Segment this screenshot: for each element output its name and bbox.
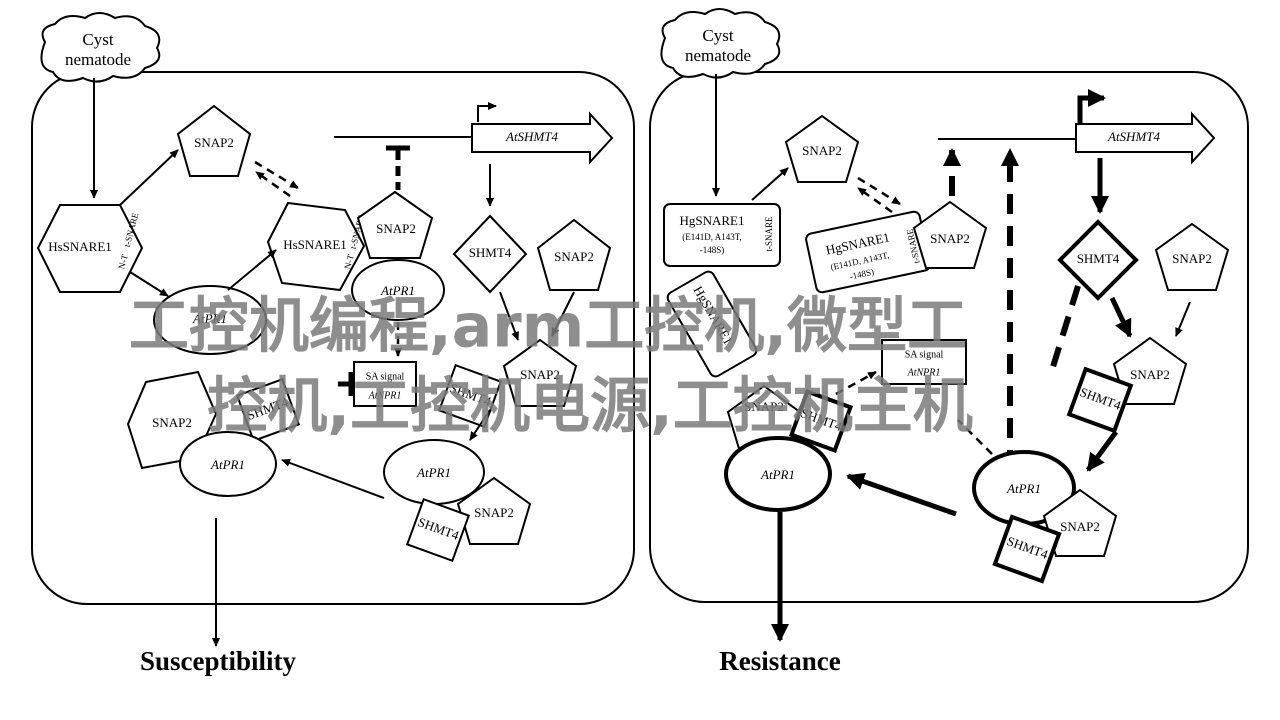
- right-arrow-snap2-down: [1175, 301, 1191, 337]
- left-sa-signal-label: SA signal: [366, 371, 405, 382]
- left-snap2-top-label: SNAP2: [194, 135, 234, 150]
- right-arrow-br-to-atpr1: [846, 472, 957, 517]
- right-complex-snap2-label: SNAP2: [930, 231, 970, 246]
- watermark: 工控机编程,arm工控机,微型工 控机,工控机电源,工控机主机: [129, 292, 973, 442]
- right-cloud-line1: Cyst: [702, 26, 733, 45]
- right-hgsnare1-complex: HgSNARE1 (E141D, A143T, -148S) t-SNARE S…: [805, 200, 988, 294]
- left-atpr1-br-label: AtPR1: [416, 465, 451, 480]
- left-complex3-snare-label: SNAP2: [152, 415, 192, 430]
- right-snap2-shmt4-complex: SNAP2 SHMT4: [1066, 336, 1188, 434]
- left-arrow-complex-to-atpr1: [469, 409, 491, 441]
- left-complex-hssnare1-label: HsSNARE1: [283, 237, 347, 252]
- left-arrow-snap2-down: [551, 291, 575, 337]
- right-shmt4-diamond: SHMT4: [1057, 219, 1139, 301]
- right-left-complex: SNAP2 SHMT4: [726, 384, 854, 454]
- left-atpr1-low: AtPR1: [179, 431, 277, 497]
- left-dash-snap2-b: [255, 170, 291, 198]
- left-arrow-hs-to-snap2: [119, 149, 179, 206]
- left-arrow-hs-to-atpr1: [129, 271, 169, 297]
- left-hssnare1: HsSNARE1 N-T t-SNARE: [36, 204, 144, 293]
- right-dash-to-sa: [835, 370, 877, 396]
- right-hgsnare1-tsnare: t-SNARE: [764, 216, 774, 252]
- right-dash-snap2-b: [857, 186, 893, 214]
- right-sa-signal-box: SA signal AtNPR1: [881, 339, 967, 385]
- right-cyst-nematode-cloud: Cyst nematode: [660, 8, 781, 79]
- left-atpr1-low-label: AtPR1: [210, 457, 245, 472]
- left-atshmt4-label: AtSHMT4: [505, 129, 559, 144]
- right-shmt4-diamond-label: SHMT4: [1077, 251, 1120, 266]
- right-atnpr1-label: AtNPR1: [907, 367, 941, 378]
- right-hgsnare1: HgSNARE1 (E141D, A143T, -148S) t-SNARE: [663, 203, 781, 267]
- right-complex3-snap2-label: SNAP2: [744, 399, 784, 414]
- right-outcome-label: Resistance: [719, 646, 840, 676]
- watermark-line1: 工控机编程,arm工控机,微型工: [129, 292, 967, 362]
- right-atpr1-left-label: AtPR1: [760, 467, 795, 482]
- left-atpr1-mid: AtPR1: [153, 285, 267, 355]
- right-panel: Cyst nematode HgSNARE1 (E141D, A143T, -1…: [649, 8, 1249, 676]
- left-panel: Cyst nematode HsSNARE1 N-T t-SNARE SNAP2…: [31, 12, 635, 676]
- left-shmt4-diamond: SHMT4: [452, 214, 528, 294]
- right-complex-variant2: -148S): [849, 267, 875, 282]
- left-atnpr1-label: AtNPR1: [368, 390, 402, 401]
- left-bottom-right-complex: AtPR1 SNAP2 SHMT4: [383, 439, 532, 563]
- left-cloud-line2: nematode: [65, 50, 131, 69]
- left-atshmt4-gene: [471, 111, 614, 165]
- right-snap2-top: SNAP2: [784, 114, 860, 183]
- right-dash-diagonal: [1049, 285, 1081, 371]
- right-arrow-hg-to-snap2: [751, 167, 789, 201]
- left-shmt4-diamond-label: SHMT4: [469, 245, 512, 260]
- watermark-line2: 控机,工控机电源,工控机主机: [207, 372, 973, 442]
- right-snap2-right-label: SNAP2: [1172, 251, 1212, 266]
- left-snap2-shmt4-complex: SNAP2 SHMT4: [437, 338, 578, 429]
- left-complex-snap2-label: SNAP2: [376, 221, 416, 236]
- left-sa-signal-box: SA signal AtNPR1: [353, 361, 417, 407]
- right-snap2-right: SNAP2: [1154, 222, 1230, 291]
- right-snap2-br-label: SNAP2: [1060, 519, 1100, 534]
- right-bottom-right-complex: AtPR1 SNAP2 SHMT4: [972, 450, 1118, 584]
- right-hgsnare1-variant1: (E141D, A143T,: [682, 232, 742, 242]
- left-hssnare1-nt: N-T: [116, 253, 130, 271]
- left-arrow-br-to-atpr1: [281, 459, 385, 499]
- left-snap2-right-label: SNAP2: [554, 249, 594, 264]
- right-atshmt4-label: AtSHMT4: [1107, 129, 1161, 144]
- left-complex2-snap2-label: SNAP2: [520, 367, 560, 382]
- left-atpr1-mid-label: AtPR1: [192, 311, 227, 326]
- left-snap2-br-label: SNAP2: [474, 505, 514, 520]
- left-hssnare1-complex: HsSNARE1 N-T t-SNARE SNAP2 AtPR1: [266, 190, 445, 321]
- left-cyst-nematode-cloud: Cyst nematode: [40, 12, 161, 83]
- left-arrow-shmt4-down: [499, 291, 519, 341]
- right-arrow-shmt4-down: [1109, 296, 1133, 338]
- left-complex-nt: N-T: [342, 253, 356, 271]
- right-complex2-snap2-label: SNAP2: [1130, 367, 1170, 382]
- right-sa-signal-label: SA signal: [905, 349, 944, 360]
- left-promoter-arrow: [477, 102, 497, 122]
- right-atpr1-br-label: AtPR1: [1006, 481, 1041, 496]
- left-snap2-top: SNAP2: [176, 104, 252, 177]
- right-hgsnare1-variant2: -148S): [700, 245, 725, 255]
- right-atpr1-left: AtPR1: [724, 436, 832, 512]
- right-promoter-arrow: [1077, 89, 1106, 124]
- left-snap2-right: SNAP2: [536, 218, 612, 291]
- right-arrow-complex-to-atpr1: [1085, 430, 1119, 472]
- left-cloud-line1: Cyst: [82, 30, 113, 49]
- left-outcome-label: Susceptibility: [140, 646, 297, 676]
- right-hgsnare1-tilted: HgSNARE1: [666, 270, 758, 378]
- left-arrow-atpr1-to-complex: [227, 249, 277, 291]
- left-hssnare1-label: HsSNARE1: [48, 239, 112, 254]
- right-atshmt4-gene: [1075, 111, 1216, 165]
- right-snap2-top-label: SNAP2: [802, 143, 842, 158]
- right-hgsnare1-label: HgSNARE1: [679, 213, 744, 228]
- left-complex-atpr1-label: AtPR1: [380, 283, 415, 298]
- right-cloud-line2: nematode: [685, 46, 751, 65]
